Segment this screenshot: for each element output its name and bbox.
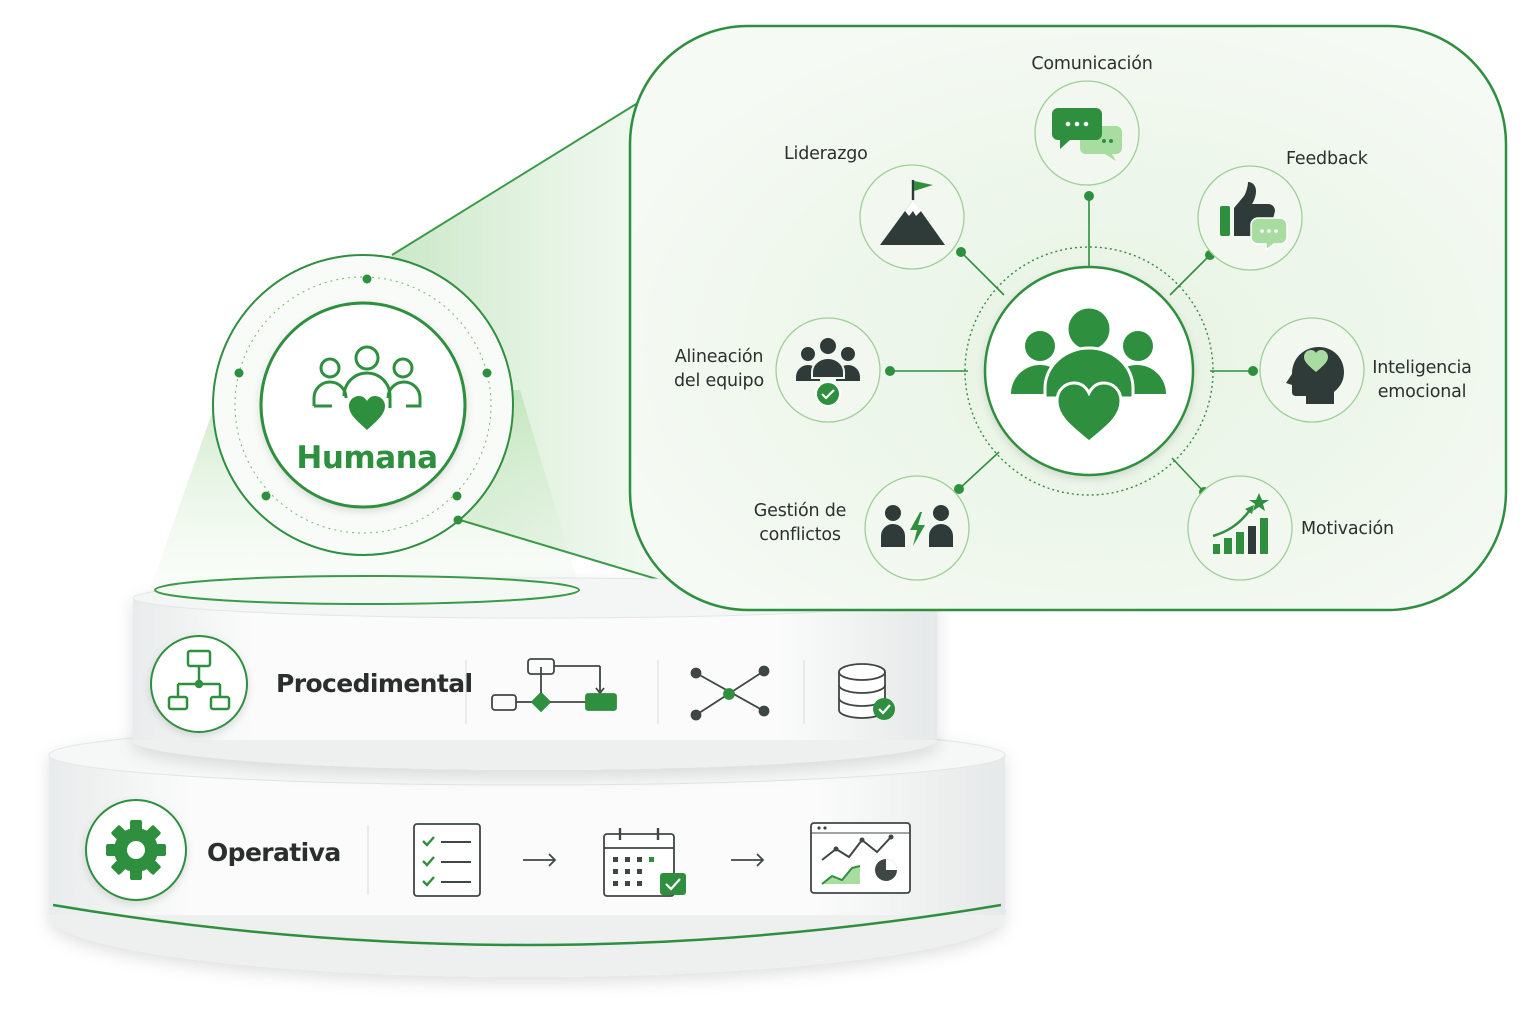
procedimental-label: Procedimental: [276, 669, 473, 698]
spoke-lines: [890, 196, 1253, 493]
humana-zoom-panel: [628, 24, 1508, 619]
zoom-line-top: [391, 87, 663, 256]
label-liderazgo: Liderazgo: [784, 144, 868, 164]
operativa-green-rim: [52, 903, 1002, 947]
team-heart-icon: [1011, 305, 1166, 444]
label-comunicacion: Comunicación: [1031, 54, 1153, 74]
node-comunicacion: [1034, 80, 1140, 186]
spoke-dots: [885, 191, 1258, 497]
team-check-icon: [796, 336, 860, 407]
label-inteligencia-emocional: Inteligencia emocional: [1372, 358, 1472, 402]
people-conflict-icon: [881, 505, 953, 547]
label-motivacion: Motivación: [1301, 519, 1394, 539]
node-feedback: [1197, 165, 1303, 271]
label-alineacion-equipo: Alineación del equipo: [674, 347, 764, 391]
network-nodes-icon: [690, 665, 770, 721]
operativa-row: [85, 799, 911, 901]
growth-chart-star-icon: [1212, 493, 1269, 554]
head-heart-icon: [1286, 347, 1344, 404]
label-feedback: Feedback: [1286, 149, 1368, 169]
hub-dotted-ring: [964, 246, 1214, 496]
node-liderazgo: [859, 164, 965, 270]
node-motivacion: [1187, 475, 1293, 581]
label-gestion-conflictos: Gestión de conflictos: [753, 501, 847, 545]
arrow-right-icon: [731, 853, 765, 867]
heart-icon: [349, 396, 385, 430]
dashboard-chart-icon: [810, 822, 911, 894]
node-inteligencia-emocional: [1259, 317, 1365, 423]
node-alineacion-equipo: [775, 317, 881, 423]
thumbs-up-chat-icon: [1220, 182, 1288, 252]
humana-platform-ring: [154, 575, 580, 605]
team-heart-outline-icon: [312, 345, 422, 408]
procedimental-row: [150, 635, 895, 733]
org-chart-icon: [167, 649, 231, 711]
operativa-label: Operativa: [207, 838, 341, 867]
gear-icon: [106, 820, 166, 880]
humana-badge: [212, 254, 514, 556]
process-flow-icon: [491, 658, 617, 713]
mountain-flag-icon: [880, 180, 945, 245]
chat-bubbles-icon: [1052, 108, 1122, 161]
checklist-icon: [413, 823, 481, 897]
arrow-right-icon: [523, 853, 557, 867]
node-gestion-conflictos: [864, 475, 970, 581]
database-check-icon: [838, 663, 895, 720]
calendar-check-icon: [603, 828, 686, 897]
humana-label: Humana: [296, 440, 438, 476]
